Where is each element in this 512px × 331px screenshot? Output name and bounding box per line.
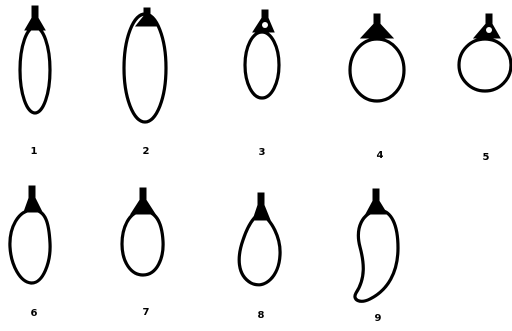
fruit-shape-2 (124, 8, 166, 122)
shape-label-9: 9 (375, 313, 382, 324)
shape-label-1: 1 (31, 146, 38, 157)
fruit-shape-4 (350, 14, 404, 101)
shape-label-8: 8 (258, 310, 265, 321)
fruit-shape-5 (459, 14, 511, 91)
shape-label-6: 6 (31, 308, 38, 319)
shape-label-2: 2 (143, 146, 150, 157)
fruit-shape-6 (10, 186, 50, 283)
fruit-shape-1 (20, 6, 50, 113)
fruit-shape-9 (355, 189, 398, 301)
shape-label-7: 7 (143, 307, 150, 318)
shape-label-5: 5 (483, 152, 490, 163)
shape-label-3: 3 (259, 147, 266, 158)
shape-label-4: 4 (377, 150, 384, 161)
fruit-shape-3 (245, 10, 279, 98)
fruit-shape-8 (239, 193, 280, 285)
fruit-shape-7 (122, 188, 163, 275)
